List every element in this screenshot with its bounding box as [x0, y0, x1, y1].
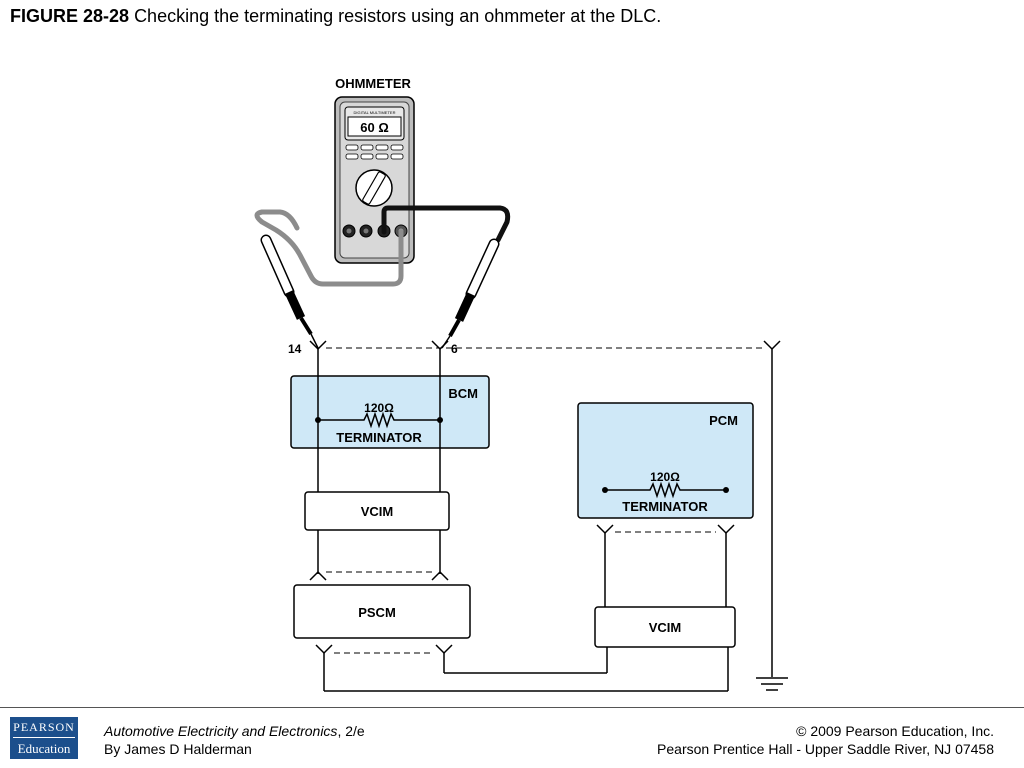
gray-test-lead	[254, 209, 404, 287]
pearson-logo: PEARSON Education	[10, 717, 78, 759]
right-probe	[441, 238, 500, 349]
pcm-label: PCM	[709, 413, 738, 428]
bcm-resistor-value: 120Ω	[364, 401, 394, 415]
book-author: By James D Halderman	[104, 741, 252, 757]
publisher-address: Pearson Prentice Hall - Upper Saddle Riv…	[657, 741, 994, 757]
meter-reading: 60 Ω	[360, 120, 389, 135]
ohmmeter-label: OHMMETER	[335, 76, 411, 91]
meter-buttons	[345, 144, 404, 160]
ohmmeter: DIGITAL MULTIMETER 60 Ω	[334, 96, 415, 264]
logo-line1: PEARSON	[13, 717, 75, 738]
vcim-right-module: VCIM	[594, 606, 736, 648]
pcm-terminator-label: TERMINATOR	[622, 499, 708, 514]
black-test-lead	[381, 205, 511, 243]
figure-caption-text: Checking the terminating resistors using…	[134, 6, 662, 26]
pcm-resistor-value: 120Ω	[650, 470, 680, 484]
can-bus-wiring-left	[309, 349, 729, 692]
pcm-resistor	[605, 481, 726, 499]
figure-caption: FIGURE 28-28 Checking the terminating re…	[10, 6, 661, 27]
bcm-label: BCM	[448, 386, 478, 401]
pin-14-label: 14	[288, 342, 302, 356]
book-info: Automotive Electricity and Electronics, …	[104, 722, 365, 758]
logo-line2: Education	[17, 741, 71, 756]
bcm-resistor	[318, 411, 440, 429]
vcim-right-label: VCIM	[649, 620, 682, 635]
bcm-terminator-label: TERMINATOR	[336, 430, 422, 445]
pin-6-label: 6	[451, 342, 458, 356]
ground-symbol	[756, 677, 788, 691]
pcm-module: PCM 120Ω TERMINATOR	[577, 402, 754, 519]
copyright-notice: © 2009 Pearson Education, Inc.	[796, 723, 994, 739]
pscm-label: PSCM	[358, 605, 396, 620]
can-bus-diagram: OHMMETER DIGITAL MULTIMETER 60 Ω	[254, 76, 788, 692]
footer-divider	[0, 707, 1024, 708]
vcim-left-label: VCIM	[361, 504, 394, 519]
meter-brand: DIGITAL MULTIMETER	[354, 110, 396, 115]
book-title: Automotive Electricity and Electronics	[104, 723, 338, 739]
can-bus-wiring-right	[596, 349, 773, 677]
book-edition: , 2/e	[337, 723, 365, 739]
bcm-module: BCM 120Ω TERMINATOR	[290, 375, 490, 449]
vcim-left-module: VCIM	[304, 491, 450, 531]
pscm-module: PSCM	[293, 584, 471, 639]
left-probe	[260, 234, 319, 349]
figure-number: FIGURE 28-28	[10, 6, 130, 26]
publisher-info: © 2009 Pearson Education, Inc. Pearson P…	[657, 722, 994, 758]
meter-display	[347, 116, 402, 137]
